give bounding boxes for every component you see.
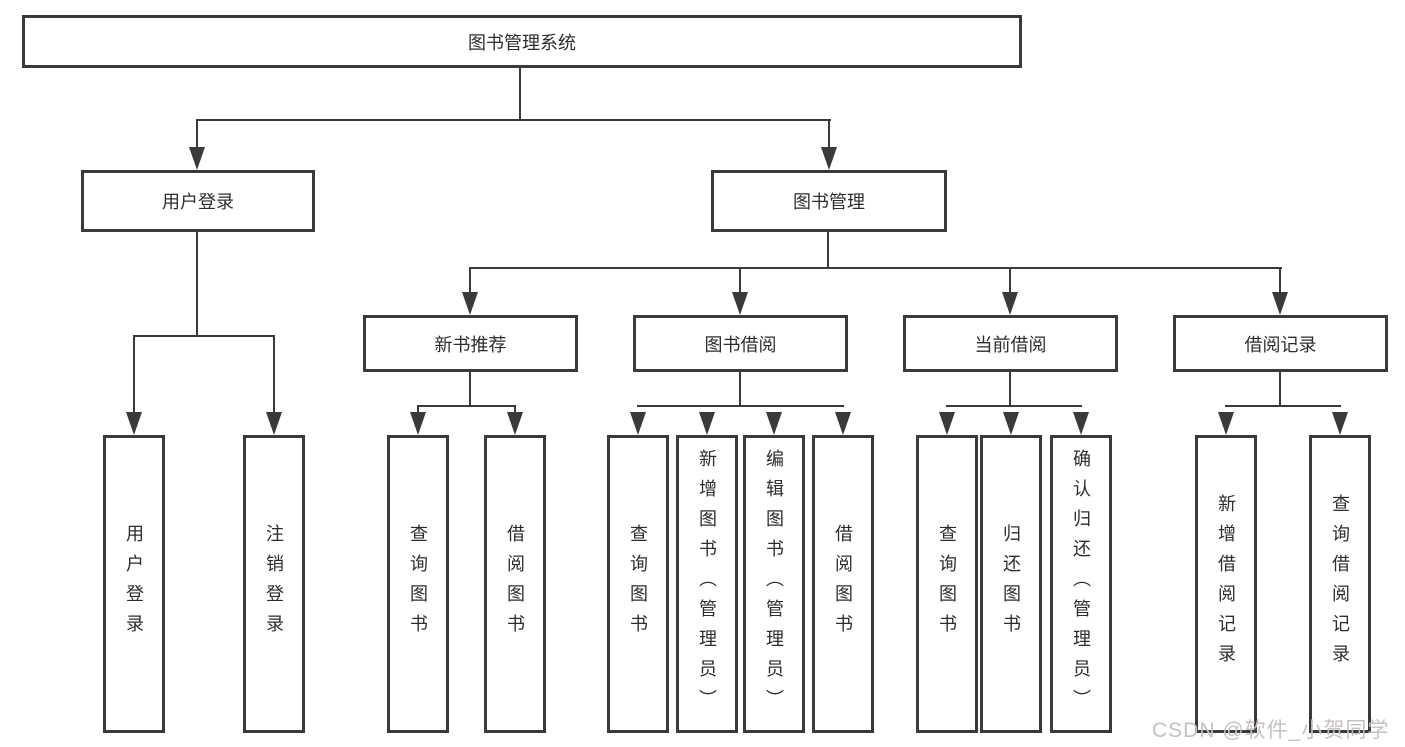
connector-line	[514, 405, 516, 415]
connector-line	[273, 335, 275, 415]
connector-line	[196, 232, 198, 337]
arrow-down-icon	[939, 412, 955, 435]
node-query-books-borrow: 查询图书	[607, 435, 669, 733]
arrow-down-icon	[410, 412, 426, 435]
arrow-down-icon	[462, 292, 478, 315]
connector-line	[637, 405, 844, 407]
connector-line	[519, 68, 521, 121]
arrow-down-icon	[821, 147, 837, 170]
connector-line	[196, 119, 831, 121]
connector-line	[469, 372, 471, 407]
node-label: 查询图书	[408, 524, 428, 644]
arrow-down-icon	[1332, 412, 1348, 435]
node-label: 新增借阅记录	[1216, 494, 1236, 674]
node-label: 归还图书	[1001, 524, 1021, 644]
node-label: 图书管理	[793, 192, 865, 212]
node-label: 新书推荐	[434, 334, 507, 355]
connector-line	[1225, 405, 1341, 407]
arrow-down-icon	[766, 412, 782, 435]
node-label: 图书借阅	[704, 334, 777, 355]
connector-line	[946, 405, 1082, 407]
node-user-login-leaf: 用户登录	[103, 435, 165, 733]
arrow-down-icon	[630, 412, 646, 435]
connector-line	[739, 372, 741, 407]
arrow-down-icon	[732, 292, 748, 315]
node-logout: 注销登录	[243, 435, 305, 733]
node-label: 借阅图书	[833, 524, 853, 644]
connector-line	[827, 232, 829, 269]
node-label: 借阅记录	[1244, 334, 1317, 355]
arrow-down-icon	[699, 412, 715, 435]
arrow-down-icon	[1003, 412, 1019, 435]
node-label: 查询借阅记录	[1330, 494, 1350, 674]
arrow-down-icon	[1002, 292, 1018, 315]
node-book-borrowing: 图书借阅	[633, 315, 848, 372]
connector-line	[739, 267, 741, 295]
node-return-books: 归还图书	[980, 435, 1042, 733]
arrow-down-icon	[266, 412, 282, 435]
node-label: 新增图书（管理员）	[697, 449, 717, 719]
arrow-down-icon	[1272, 292, 1288, 315]
connector-line	[133, 335, 275, 337]
connector-line	[417, 405, 516, 407]
node-label: 当前借阅	[974, 334, 1047, 355]
arrow-down-icon	[1073, 412, 1089, 435]
node-borrow-books-recommend: 借阅图书	[484, 435, 546, 733]
connector-line	[469, 267, 471, 295]
node-query-books-current: 查询图书	[916, 435, 978, 733]
node-user-login: 用户登录	[81, 170, 315, 232]
node-library-management-system: 图书管理系统	[22, 15, 1022, 68]
node-book-management: 图书管理	[711, 170, 947, 232]
connector-line	[133, 335, 135, 415]
node-new-book-recommendation: 新书推荐	[363, 315, 578, 372]
node-label: 编辑图书（管理员）	[764, 449, 784, 719]
arrow-down-icon	[1218, 412, 1234, 435]
node-query-books-recommend: 查询图书	[387, 435, 449, 733]
arrow-down-icon	[835, 412, 851, 435]
node-current-borrowing: 当前借阅	[903, 315, 1118, 372]
node-label: 查询图书	[937, 524, 957, 644]
node-label: 借阅图书	[505, 524, 525, 644]
connector-line	[1009, 267, 1011, 295]
node-query-borrow-record: 查询借阅记录	[1309, 435, 1371, 733]
node-confirm-return-admin: 确认归还（管理员）	[1050, 435, 1112, 733]
connector-line	[196, 119, 198, 152]
arrow-down-icon	[126, 412, 142, 435]
connector-line	[828, 119, 830, 152]
node-label: 查询图书	[628, 524, 648, 644]
node-add-books-admin: 新增图书（管理员）	[676, 435, 738, 733]
node-borrow-books-leaf: 借阅图书	[812, 435, 874, 733]
node-label: 注销登录	[264, 524, 284, 644]
arrow-down-icon	[507, 412, 523, 435]
arrow-down-icon	[189, 147, 205, 170]
connector-line	[417, 405, 419, 415]
node-label: 图书管理系统	[468, 32, 576, 53]
node-label: 用户登录	[124, 524, 144, 644]
connector-line	[1279, 267, 1281, 295]
node-label: 确认归还（管理员）	[1071, 449, 1091, 719]
node-borrowing-records: 借阅记录	[1173, 315, 1388, 372]
connector-line	[1279, 372, 1281, 407]
node-add-borrow-record: 新增借阅记录	[1195, 435, 1257, 733]
connector-line	[1009, 372, 1011, 407]
node-edit-books-admin: 编辑图书（管理员）	[743, 435, 805, 733]
watermark-text: CSDN @软件_小贺同学	[1152, 719, 1390, 742]
connector-line	[469, 267, 1282, 269]
node-label: 用户登录	[162, 192, 234, 212]
